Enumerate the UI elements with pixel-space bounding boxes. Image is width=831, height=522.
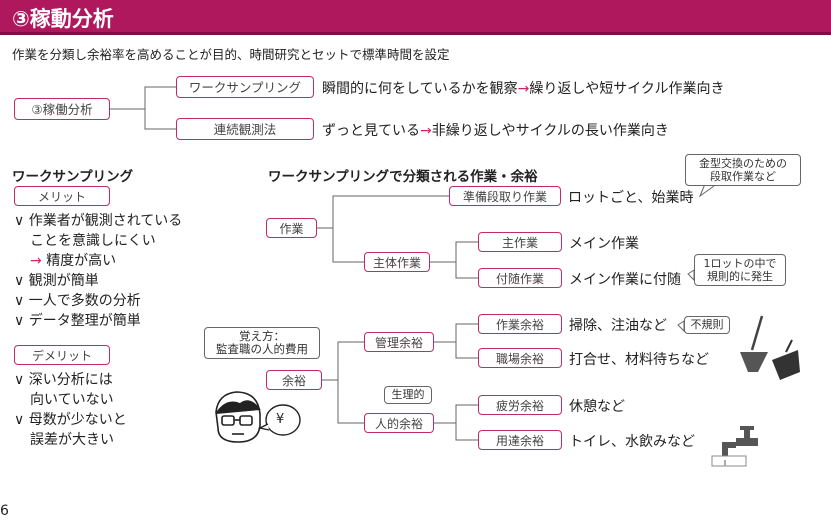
- node-continuous-observation: 連続観測法: [176, 118, 314, 140]
- classification-heading: ワークサンプリングで分類される作業・余裕: [268, 169, 538, 185]
- merit-label: メリット: [14, 186, 110, 206]
- node-workplace-allowance: 職場余裕: [478, 348, 562, 368]
- incidental-note-bubble: 1ロットの中で規則的に発生: [694, 254, 786, 286]
- node-main-work: 主作業: [478, 232, 562, 252]
- node-prep-work: 準備段取り作業: [449, 186, 561, 206]
- node-incidental-work: 付随作業: [478, 268, 562, 288]
- node-personal-allowance: 人的余裕: [364, 413, 434, 433]
- memo-bubble: 覚え方：監査職の人的費用: [204, 327, 320, 359]
- list-item: ことを意識しにくい: [30, 233, 156, 249]
- title-banner: ③稼動分析: [0, 0, 831, 35]
- demerit-list: ∨ 深い分析には 向いていない ∨ 母数が少ないと 誤差が大きい: [14, 370, 127, 450]
- yen-bubble-icon: [257, 404, 301, 436]
- list-item: ∨ 観測が簡単: [14, 273, 99, 289]
- page-subtitle: 作業を分類し余裕率を高めることが目的、時間研究とセットで標準時間を設定: [12, 47, 450, 62]
- irregular-note-bubble: 不規則: [684, 316, 730, 334]
- merit-list: ∨ 作業者が観測されている ことを意識しにくい → 精度が高い ∨ 観測が簡単 …: [14, 211, 182, 331]
- list-item: ∨ データ整理が簡単: [14, 313, 141, 329]
- node-work-sampling: ワークサンプリング: [176, 76, 314, 98]
- page-number: 6: [0, 503, 9, 519]
- broom-icon: [740, 315, 800, 380]
- workplace-allowance-description: 打合せ、材料待ちなど: [569, 352, 709, 368]
- list-item: 向いていない: [30, 392, 114, 408]
- node-main-work-group: 主体作業: [364, 252, 430, 272]
- main-work-description: メイン作業: [569, 236, 639, 252]
- node-allowance: 余裕: [266, 370, 322, 390]
- list-item: ∨ 作業者が観測されている: [14, 213, 183, 229]
- work-sampling-description: 瞬間的に何をしているかを観察→繰り返しや短サイクル作業向き: [322, 81, 725, 97]
- node-errand-allowance: 用達余裕: [478, 430, 562, 450]
- node-work-allowance: 作業余裕: [478, 314, 562, 334]
- prep-note-bubble: 金型交換のための段取作業など: [685, 154, 801, 186]
- root-node-utilization-analysis: ③稼働分析: [14, 98, 110, 120]
- face-icon: [215, 391, 261, 443]
- continuous-observation-description: ずっと見ている→非繰り返しやサイクルの長い作業向き: [322, 123, 669, 139]
- node-fatigue-allowance: 疲労余裕: [478, 395, 562, 415]
- list-item: 誤差が大きい: [30, 432, 114, 448]
- node-work: 作業: [266, 218, 317, 238]
- node-management-allowance: 管理余裕: [364, 332, 434, 352]
- list-item: ∨ 一人で多数の分析: [14, 293, 141, 309]
- demerit-label: デメリット: [14, 345, 110, 365]
- work-allowance-description: 掃除、注油など: [569, 318, 667, 334]
- list-item: ∨ 深い分析には: [14, 372, 113, 388]
- list-item: → 精度が高い: [30, 253, 117, 269]
- prep-description: ロットごと、始業時: [568, 190, 694, 206]
- yen-symbol: ¥: [276, 412, 285, 427]
- physiological-note: 生理的: [384, 386, 432, 404]
- left-heading: ワークサンプリング: [12, 169, 134, 185]
- fatigue-allowance-description: 休憩など: [569, 399, 625, 415]
- list-item: ∨ 母数が少ないと: [14, 412, 127, 428]
- errand-allowance-description: トイレ、水飲みなど: [569, 434, 695, 450]
- page-title: ③稼動分析: [12, 7, 114, 31]
- faucet-icon: [711, 426, 758, 467]
- incidental-work-description: メイン作業に付随: [569, 272, 681, 288]
